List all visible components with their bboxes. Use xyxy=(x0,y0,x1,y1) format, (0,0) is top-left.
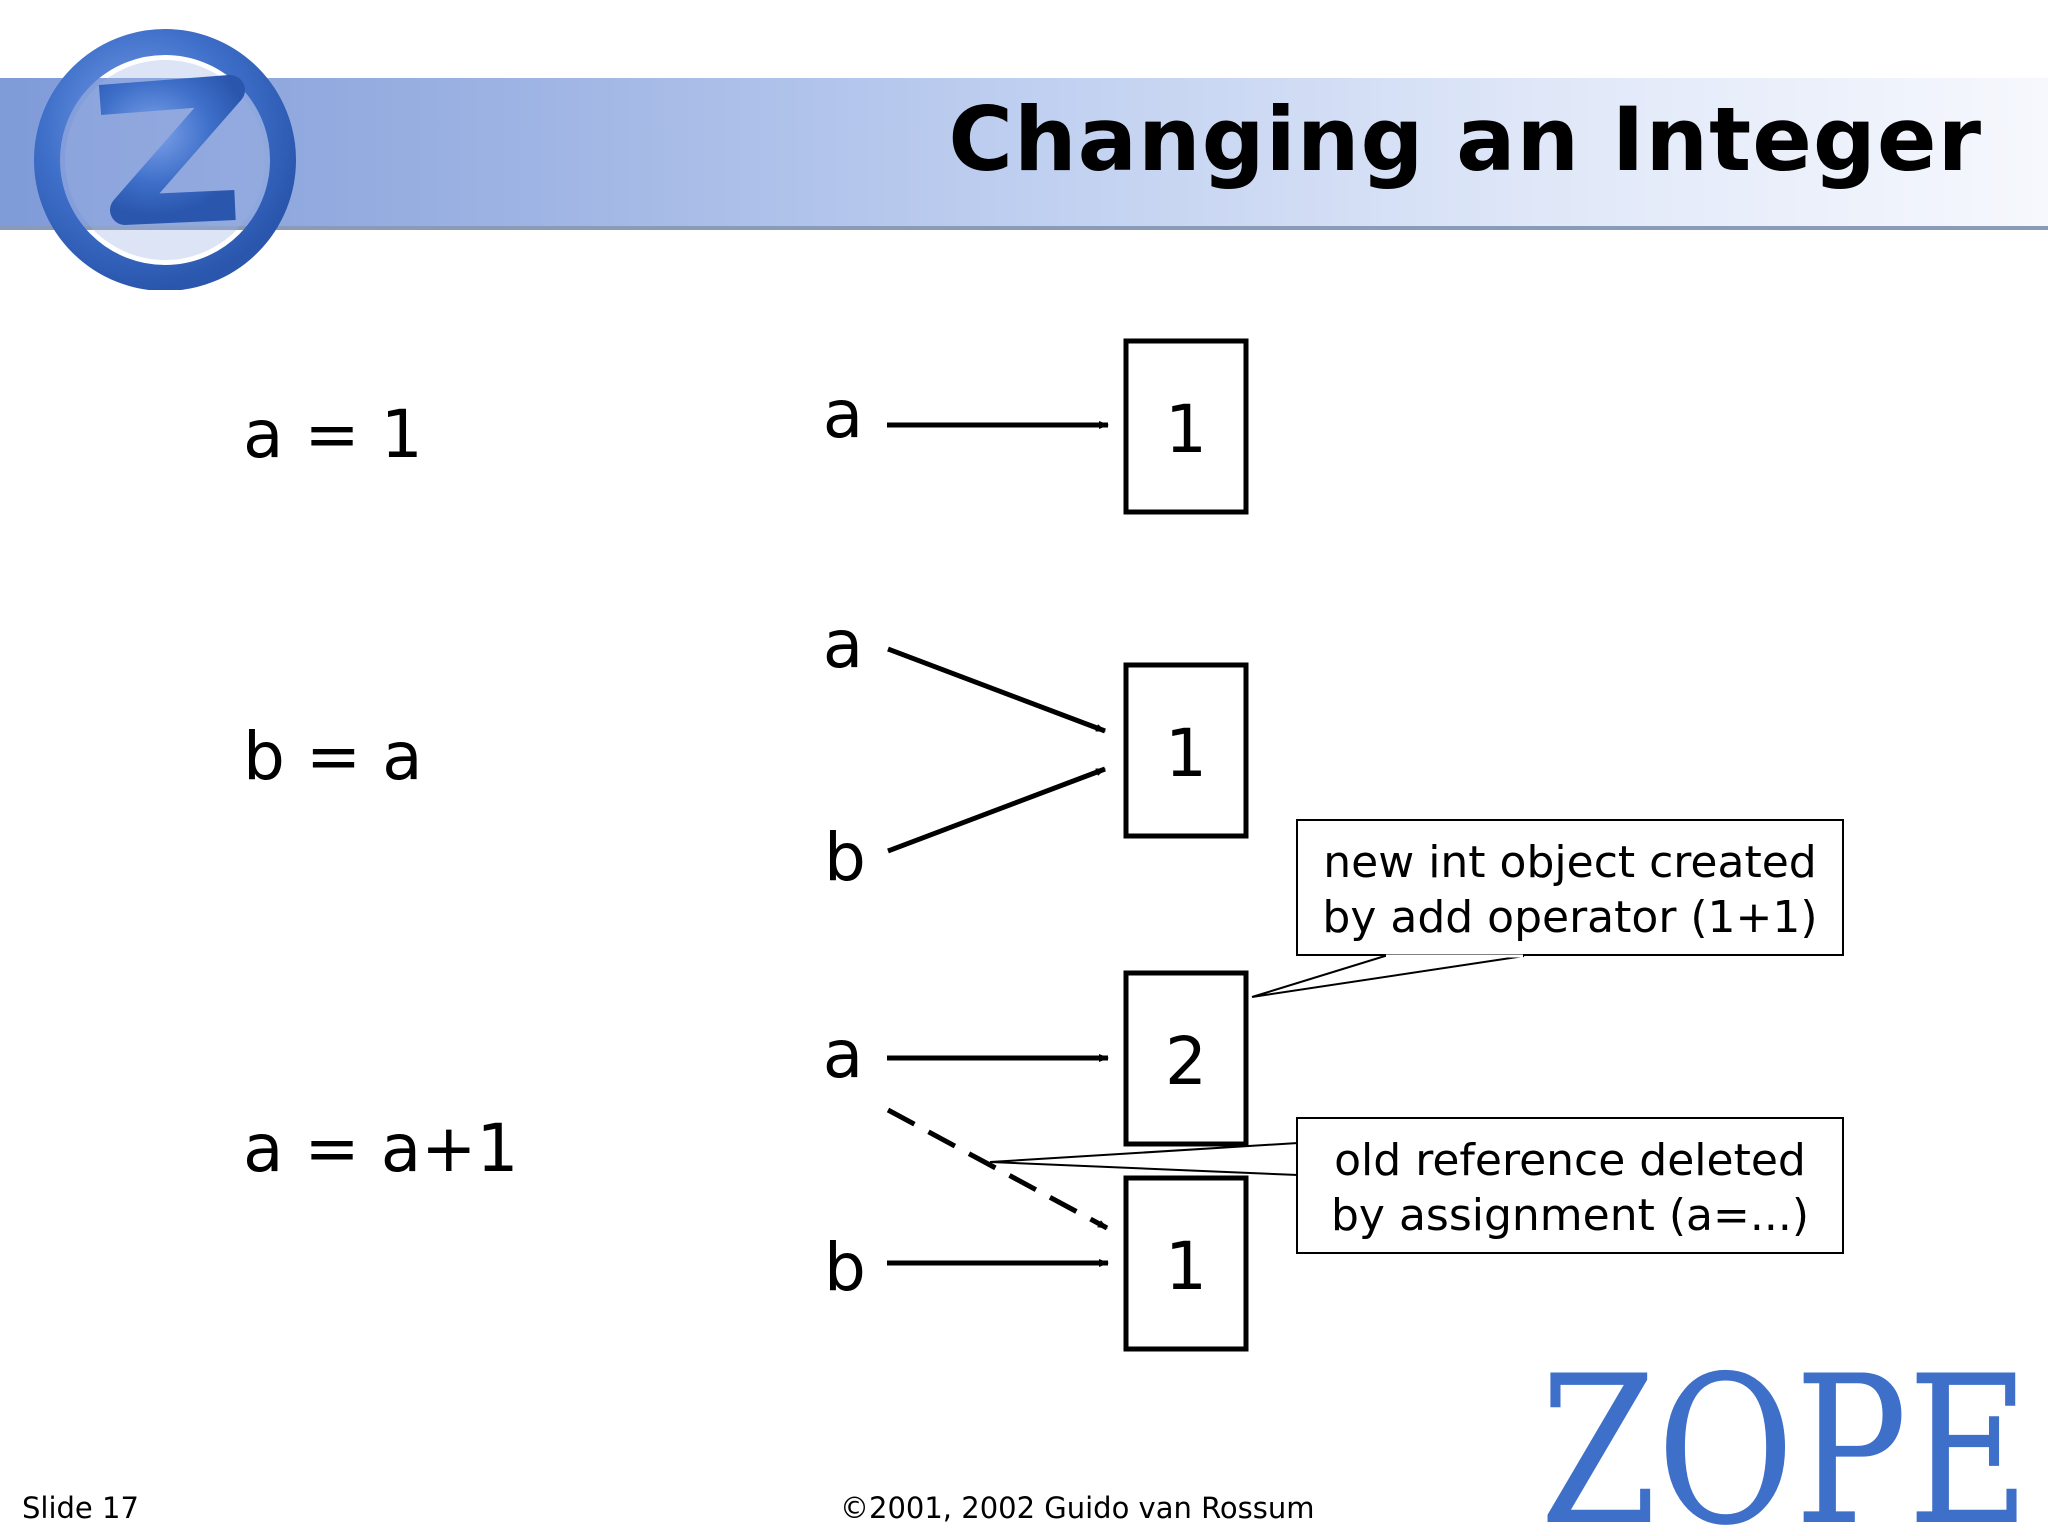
int-object-value-old: 1 xyxy=(1165,1228,1207,1305)
int-object-box xyxy=(1123,338,1249,515)
var-label-a-step2: a xyxy=(823,606,863,683)
var-label-b-step3: b xyxy=(824,1229,866,1306)
callout-pointer-new xyxy=(1251,955,1525,998)
callout-pointer-old xyxy=(989,1142,1299,1176)
callout-box-new xyxy=(1296,819,1844,956)
arrow-a-to-1 xyxy=(887,646,1106,734)
copyright-notice: ©2001, 2002 Guido van Rossum xyxy=(840,1491,1315,1525)
deleted-reference-arrow xyxy=(886,1107,1109,1231)
callout-new-line2: by add operator (1+1) xyxy=(1322,892,1817,943)
title-banner xyxy=(0,78,2048,230)
zope-z-logo-icon xyxy=(34,29,296,290)
callout-old-line1: old reference deleted xyxy=(1334,1135,1806,1186)
int-object-box-old xyxy=(1123,1175,1249,1352)
var-label-a-step3: a xyxy=(823,1016,863,1093)
int-object-value: 1 xyxy=(1165,715,1207,792)
arrow-b-to-1 xyxy=(887,766,1106,854)
slide-number: Slide 17 xyxy=(22,1491,139,1525)
zope-wordmark-logo: ZOPE xyxy=(1540,1352,2030,1532)
slide-title: Changing an Integer xyxy=(948,88,1982,191)
code-line-1: a = 1 xyxy=(243,396,423,473)
callout-old-line2: by assignment (a=...) xyxy=(1331,1190,1809,1241)
int-object-value-new: 2 xyxy=(1165,1023,1207,1100)
code-line-3: a = a+1 xyxy=(243,1110,519,1187)
int-object-value: 1 xyxy=(1165,391,1207,468)
int-object-box xyxy=(1123,662,1249,839)
callout-box-old xyxy=(1296,1117,1844,1254)
code-line-2: b = a xyxy=(243,718,423,795)
var-label-a-step1: a xyxy=(823,376,863,453)
zope-wordmark-text: ZOPE xyxy=(1540,1352,2030,1532)
callout-new-line1: new int object created xyxy=(1323,837,1816,888)
int-object-box-new xyxy=(1123,970,1249,1147)
var-label-b-step2: b xyxy=(824,819,866,896)
